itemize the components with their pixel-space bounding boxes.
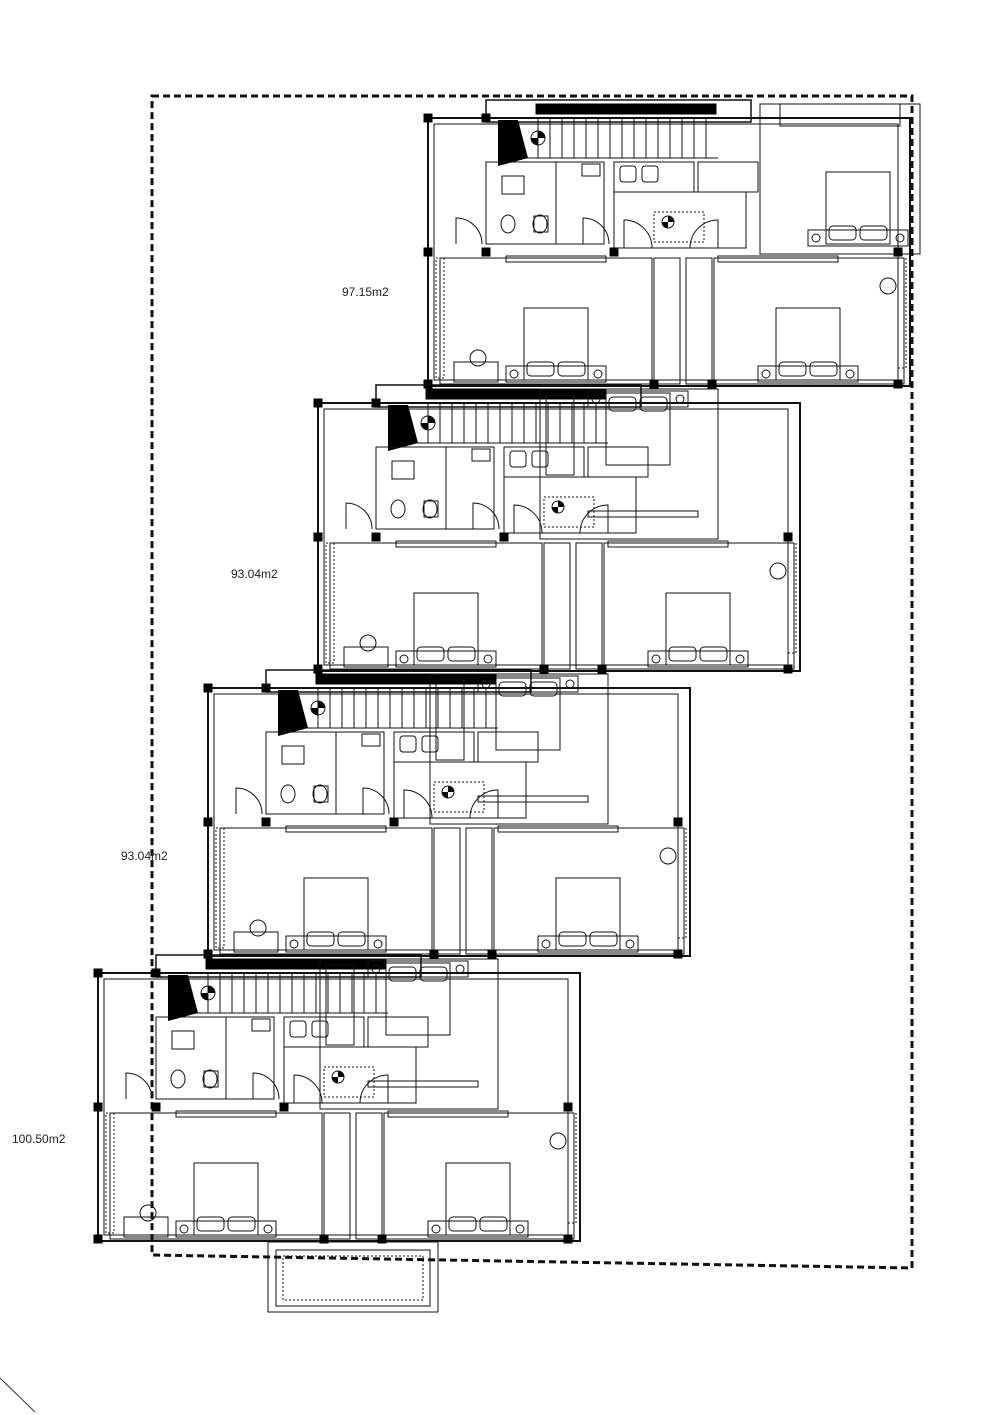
bed — [537, 877, 639, 953]
hallway — [613, 191, 747, 249]
kitchen — [393, 731, 539, 763]
corner-mark — [0, 1377, 36, 1413]
hallway — [393, 761, 527, 819]
bottom-balcony — [267, 1241, 439, 1313]
staircase — [278, 687, 498, 736]
unit-3 — [203, 669, 691, 959]
staircase — [168, 972, 388, 1021]
bed — [477, 675, 579, 751]
hallway — [503, 476, 637, 534]
bed — [367, 960, 469, 1036]
bed — [647, 592, 749, 668]
bed — [285, 877, 387, 953]
bed — [175, 1162, 277, 1238]
bed — [757, 307, 859, 383]
hallway — [283, 1046, 417, 1104]
kitchen — [283, 1016, 429, 1048]
bedrooms — [329, 388, 795, 670]
unit-area-label-3: 93.04m2 — [121, 849, 168, 863]
unit-area-label-1: 97.15m2 — [342, 285, 389, 299]
bathroom — [455, 161, 610, 245]
unit-1 — [423, 99, 921, 389]
plot-boundary — [150, 94, 914, 1270]
bed — [587, 390, 689, 466]
bed — [395, 592, 497, 668]
bedrooms — [109, 958, 575, 1240]
bed — [807, 171, 909, 247]
kitchen — [613, 161, 759, 193]
kitchen — [503, 446, 649, 478]
unit-area-label-4: 100.50m2 — [12, 1132, 66, 1146]
bathroom — [345, 446, 500, 530]
unit-2 — [313, 384, 801, 674]
bedrooms — [219, 673, 685, 955]
bedrooms — [439, 103, 921, 385]
bathroom — [235, 731, 390, 815]
staircase — [498, 117, 718, 166]
unit-area-label-2: 93.04m2 — [231, 567, 278, 581]
staircase — [388, 402, 608, 451]
bed — [427, 1162, 529, 1238]
unit-4 — [93, 954, 581, 1244]
bed — [505, 307, 607, 383]
bathroom — [125, 1016, 280, 1100]
